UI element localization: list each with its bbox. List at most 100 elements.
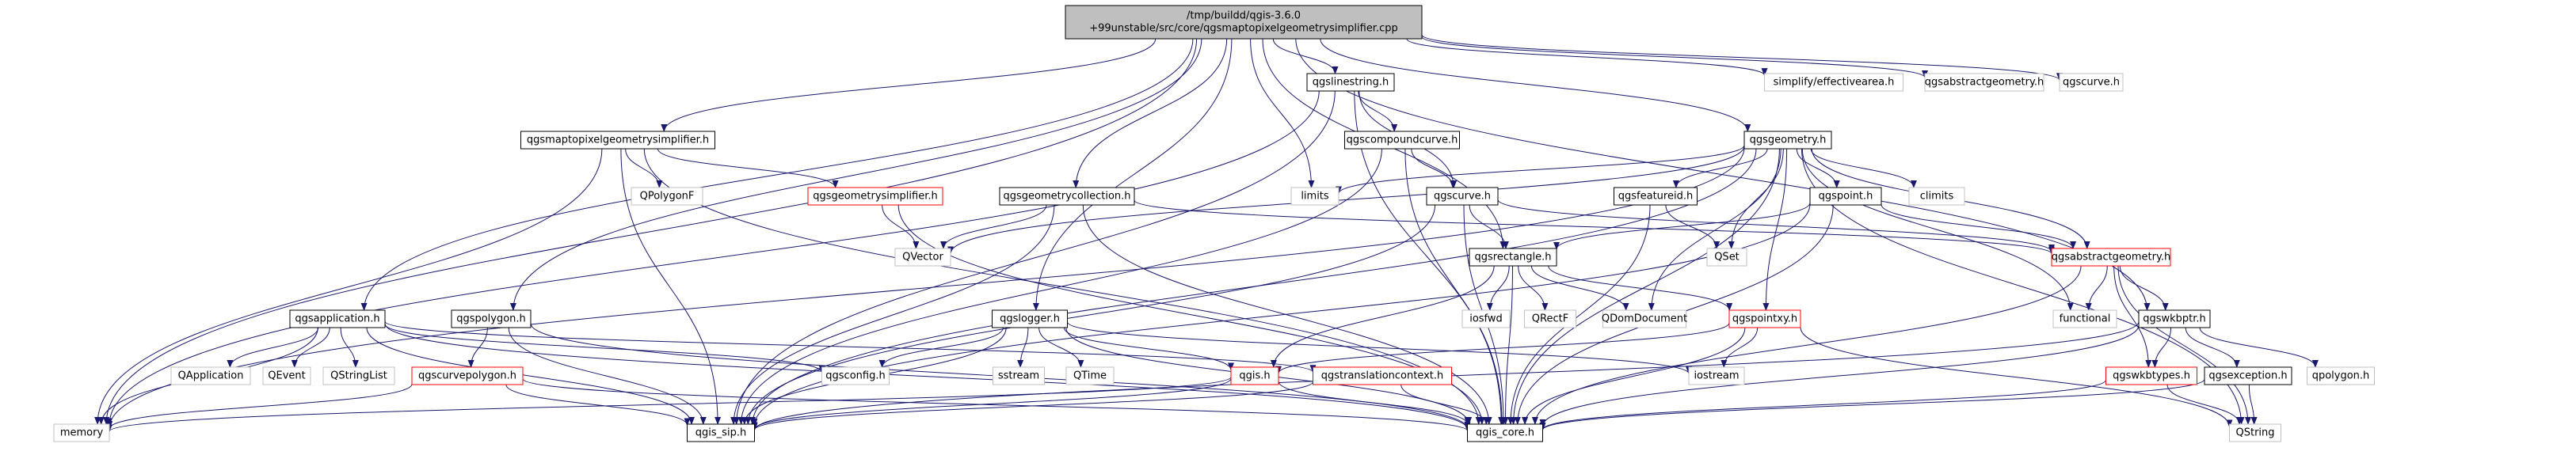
node-qstring: QString — [2229, 423, 2281, 442]
node-qgscurve[interactable]: qgscurve.h — [1426, 187, 1499, 206]
edge-qgsmaptopixel-to-qpolygonf — [625, 148, 663, 188]
node-box-qstring — [2229, 423, 2281, 442]
edge-qgsgeomcollection-to-qgsabstractgeometry — [1134, 199, 2055, 255]
edge-qgsgeomcollection-to-qvector — [940, 204, 1047, 249]
node-box-qtime — [1065, 366, 1115, 385]
edge-root-to-qgslinestring — [1272, 38, 1339, 74]
edge-qgstranslation-to-qgis_sip — [751, 381, 1313, 431]
node-qgsgeomsimplifier[interactable]: qgsgeometrysimplifier.h — [807, 187, 943, 206]
node-box-qset — [1706, 248, 1747, 267]
edge-qgsrectangle-to-qgis_core — [1502, 265, 1513, 425]
node-box-qgsmaptopixel — [520, 131, 715, 150]
node-box-qgis_core — [1467, 423, 1543, 442]
node-box-qgsabstractgeometry — [2051, 248, 2171, 267]
node-label-qgis: qgis.h — [1239, 370, 1270, 382]
edge-qgsgeomsimplifier-to-qvector — [882, 204, 920, 249]
node-label-qgswkbptr: qgswkbptr.h — [2143, 313, 2206, 325]
edge-root-to-qgscurve_gray — [1421, 34, 2063, 82]
node-qgspoint[interactable]: qgspoint.h — [1809, 187, 1882, 206]
node-memory: memory — [53, 423, 110, 442]
node-box-qgstranslation — [1313, 366, 1452, 385]
node-box-qgsgeomsimplifier — [807, 187, 943, 206]
node-label-qvector: QVector — [902, 252, 943, 264]
node-qgspointxy[interactable]: qgspointxy.h — [1728, 309, 1801, 328]
edge-qgsfeatureid-to-qset — [1665, 204, 1721, 249]
edge-qgswkbptr-to-qgis_core — [1539, 324, 2140, 427]
node-box-qdomdocument — [1602, 309, 1686, 328]
node-qgslinestring[interactable]: qgslinestring.h — [1306, 73, 1395, 92]
node-qgis[interactable]: qgis.h — [1230, 366, 1279, 385]
node-label-qgsgeomcollection: qgsgeometrycollection.h — [1003, 191, 1130, 203]
node-qgsabstractgeometry[interactable]: qgsabstractgeometry.h — [2051, 248, 2171, 267]
node-qgspolygon[interactable]: qgspolygon.h — [451, 309, 532, 328]
node-qgsmaptopixel[interactable]: qgsmaptopixelgeometrysimplifier.h — [520, 131, 715, 150]
node-root[interactable]: /tmp/buildd/qgis-3.6.0+99unstable/src/co… — [1065, 5, 1423, 40]
edge-root-to-qgsapplication — [360, 38, 1194, 311]
edge-qgsrectangle-to-iosfwd — [1486, 265, 1510, 311]
node-box-qstringlist — [322, 366, 395, 385]
edge-qgscurve-to-qgsrectangle — [1469, 204, 1509, 249]
node-qgswkbtypes[interactable]: qgswkbtypes.h — [2105, 366, 2197, 385]
node-qgsrectangle[interactable]: qgsrectangle.h — [1469, 248, 1557, 267]
edge-qgsgeometry-to-qset — [1728, 148, 1784, 249]
node-qgis_core[interactable]: qgis_core.h — [1467, 423, 1543, 442]
edge-qgsapplication-to-qgsconfig — [384, 324, 825, 373]
node-qgscompoundcurve[interactable]: qgscompoundcurve.h — [1344, 131, 1460, 150]
node-box-memory — [53, 423, 110, 442]
node-label-qgsfeatureid: qgsfeatureid.h — [1618, 191, 1693, 203]
edge-qgspolygon-to-qgscurvepolygon — [467, 327, 488, 368]
edge-qgslogger-to-iostream — [1067, 321, 1692, 375]
edge-qgsexception-to-qstring — [2248, 384, 2258, 425]
node-box-qapplication — [170, 366, 251, 385]
node-label-qgslogger: qgslogger.h — [1000, 313, 1060, 325]
node-qgswkbptr[interactable]: qgswkbptr.h — [2138, 309, 2211, 328]
node-qgsexception[interactable]: qgsexception.h — [2204, 366, 2292, 385]
node-label-qgstranslation: qgstranslationcontext.h — [1321, 370, 1444, 382]
node-qgis_sip[interactable]: qgis_sip.h — [687, 423, 755, 442]
edge-qgsabstractgeometry-to-qgswkbptr — [2119, 265, 2169, 311]
node-label-qset: QSet — [1714, 252, 1740, 264]
node-box-qgslinestring — [1306, 73, 1395, 92]
node-box-qgswkbptr — [2138, 309, 2211, 328]
node-qgscurvepolygon[interactable]: qgscurvepolygon.h — [411, 366, 524, 385]
edge-root-to-qgslogger — [1032, 38, 1233, 311]
edge-root-to-qgsmaptopixel — [661, 38, 1157, 132]
node-qgslogger[interactable]: qgslogger.h — [992, 309, 1068, 328]
node-label-qtime: QTime — [1073, 370, 1107, 382]
node-qgstranslation[interactable]: qgstranslationcontext.h — [1313, 366, 1452, 385]
node-qset: QSet — [1706, 248, 1747, 267]
node-qgsapplication[interactable]: qgsapplication.h — [289, 309, 386, 328]
node-box-qgis — [1230, 366, 1279, 385]
node-label-qstringlist: QStringList — [330, 370, 387, 382]
node-qgsfeatureid[interactable]: qgsfeatureid.h — [1614, 187, 1698, 206]
edge-qgspointxy-to-qgis_core — [1522, 327, 1746, 425]
node-functional: functional — [2052, 309, 2117, 328]
edge-qgsexception-to-qgis_core — [1539, 378, 2205, 431]
edge-qgsapplication-to-qevent — [291, 327, 330, 368]
edge-qgsgeomsimplifier-to-qgis_core — [897, 204, 1485, 425]
edge-root-to-effectivearea — [1406, 38, 1768, 77]
edge-qgsmaptopixel-to-qgsgeomsimplifier — [657, 148, 839, 188]
edge-qgspoint-to-qgsrectangle — [1553, 203, 1811, 250]
edge-qgis-to-qgis_core — [1278, 381, 1471, 426]
edge-qgsabstractgeometry-to-qstring — [2117, 265, 2251, 425]
node-label-functional: functional — [2060, 313, 2111, 325]
edge-root-to-qgspolygon — [509, 38, 1202, 311]
edge-qgscompoundcurve-to-qgscurve — [1411, 148, 1457, 188]
edge-qgsrectangle-to-qdomdocument — [1530, 265, 1629, 311]
edge-root-to-qgsgeometry — [1320, 38, 1751, 132]
node-qgsgeomcollection[interactable]: qgsgeometrycollection.h — [999, 187, 1135, 206]
node-box-qpolygon — [2307, 366, 2375, 385]
node-qpolygon: qpolygon.h — [2307, 366, 2375, 385]
edge-qgsrectangle-to-qrectf — [1518, 265, 1549, 311]
node-qvector: QVector — [894, 248, 951, 267]
node-box-qgsexception — [2204, 366, 2292, 385]
node-label-qgspolygon: qgspolygon.h — [456, 313, 526, 325]
edge-qgscompoundcurve-to-qgis_sip — [737, 148, 1382, 425]
edge-root-to-memory — [103, 38, 1198, 425]
edge-qgis-to-qgis_sip — [751, 377, 1232, 430]
edge-qgslinestring-to-memory — [106, 90, 1320, 427]
node-label-qgis_core: qgis_core.h — [1476, 427, 1534, 439]
node-label-effectivearea: simplify/effectivearea.h — [1774, 77, 1895, 89]
node-qgsgeometry[interactable]: qgsgeometry.h — [1743, 131, 1832, 150]
